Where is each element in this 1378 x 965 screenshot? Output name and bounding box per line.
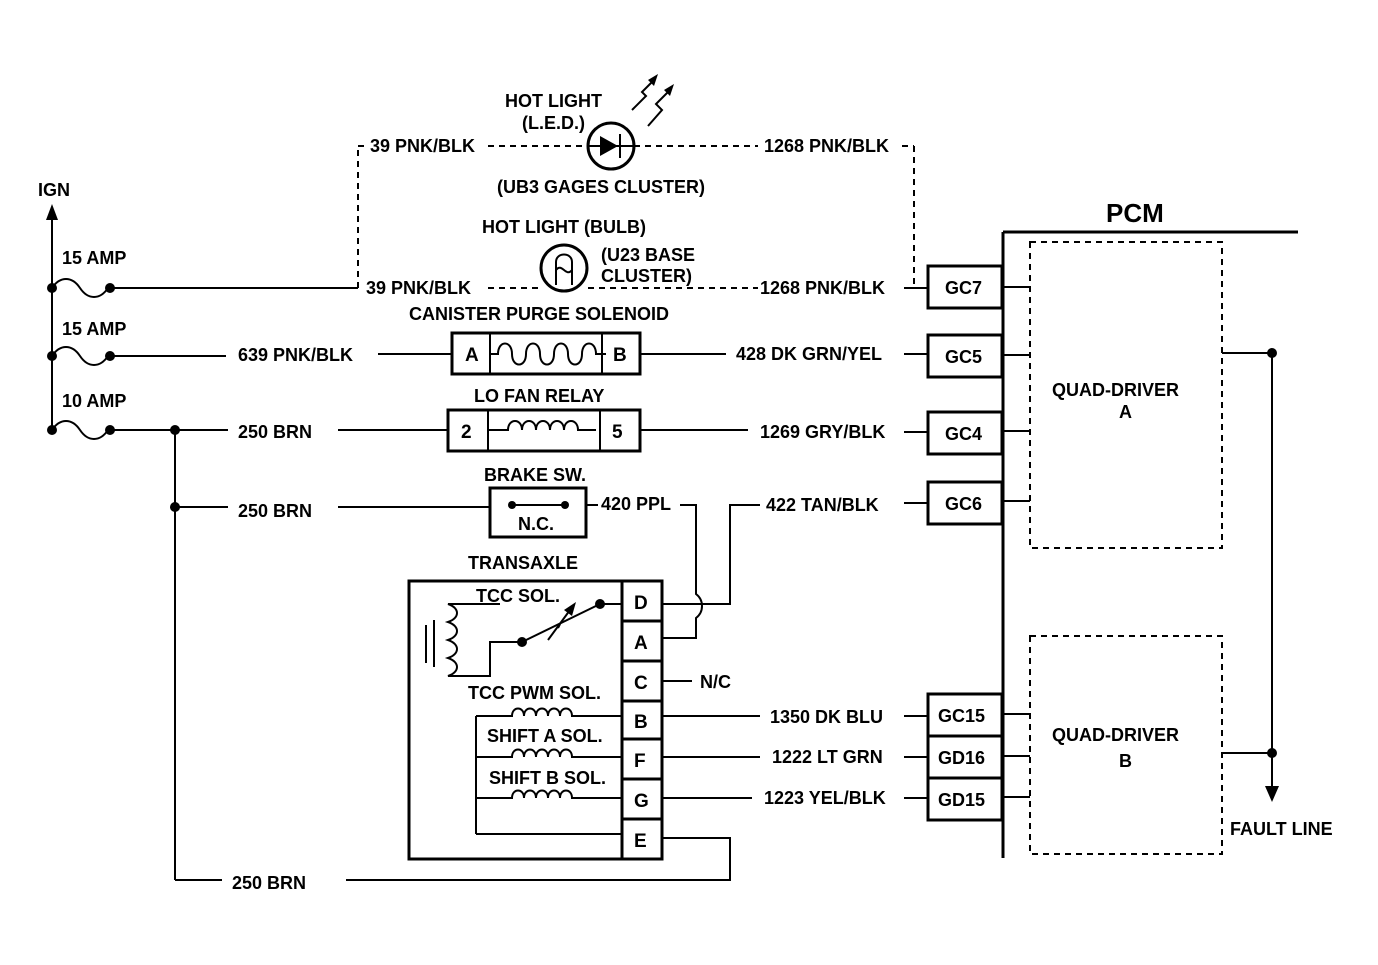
wire-label: 1268 PNK/BLK xyxy=(764,136,889,156)
brake-switch-circuit: 250 BRN BRAKE SW. N.C. 420 PPL 422 TAN/B… xyxy=(170,430,928,880)
wire-label: 39 PNK/BLK xyxy=(370,136,475,156)
pin-label: 2 xyxy=(461,422,472,443)
hot-light-bulb-title: HOT LIGHT (BULB) xyxy=(482,217,646,237)
fault-line-arrow-icon xyxy=(1265,786,1279,802)
quad-driver-b-letter: B xyxy=(1119,751,1132,771)
pin-label: A xyxy=(634,633,648,654)
transaxle-pin-a xyxy=(620,619,664,663)
quad-driver-a-label: QUAD-DRIVER xyxy=(1052,380,1179,400)
transaxle-label: TRANSAXLE xyxy=(468,553,578,573)
hot-light-led-sub: (L.E.D.) xyxy=(522,113,585,133)
pin-label: E xyxy=(634,831,647,852)
canister-purge-circuit: 639 PNK/BLK CANISTER PURGE SOLENOID A B … xyxy=(110,304,928,376)
quad-driver-b xyxy=(1029,635,1223,855)
wire-label: 250 BRN xyxy=(238,422,312,442)
quad-driver-a xyxy=(1029,241,1223,549)
wire-label: 1269 GRY/BLK xyxy=(760,422,885,442)
connector-label: GC5 xyxy=(945,347,982,367)
u23-label-1: (U23 BASE xyxy=(601,245,695,265)
nc-label: N/C xyxy=(700,672,731,692)
connector-gd15 xyxy=(926,776,1004,822)
fuse-10amp: 10 AMP xyxy=(47,391,126,440)
pin-label: B xyxy=(613,345,627,366)
tcc-sol-label: TCC SOL. xyxy=(476,586,560,606)
pin-label: F xyxy=(634,751,646,772)
pin-label: D xyxy=(634,593,648,614)
ignition-bus: IGN xyxy=(38,180,70,430)
brake-nc-label: N.C. xyxy=(518,514,554,534)
lo-fan-relay-circuit: 250 BRN LO FAN RELAY 2 5 1269 GRY/BLK xyxy=(110,386,928,453)
lo-fan-relay-label: LO FAN RELAY xyxy=(474,386,604,406)
wire-label: 422 TAN/BLK xyxy=(766,495,879,515)
pin-label: B xyxy=(634,712,648,733)
wire-label: 1268 PNK/BLK xyxy=(760,278,885,298)
wire-label: 39 PNK/BLK xyxy=(366,278,471,298)
connector-gc5 xyxy=(926,333,1004,379)
connector-gc4 xyxy=(926,410,1004,456)
wire-label: 250 BRN xyxy=(232,873,306,893)
canister-purge-label: CANISTER PURGE SOLENOID xyxy=(409,304,669,324)
transaxle-pin-d xyxy=(620,579,664,623)
wire-label: 420 PPL xyxy=(601,494,671,514)
wire-label: 1350 DK BLU xyxy=(770,707,883,727)
connector-label: GD15 xyxy=(938,790,985,810)
quad-driver-a-letter: A xyxy=(1119,402,1132,422)
ub3-cluster-label: (UB3 GAGES CLUSTER) xyxy=(497,177,705,197)
fuse-15amp-2: 15 AMP xyxy=(47,319,126,366)
wire-label: 1223 YEL/BLK xyxy=(764,788,886,808)
pin-label: C xyxy=(634,673,648,694)
hot-light-wire-39: 39 PNK/BLK 39 PNK/BLK xyxy=(110,136,588,298)
quad-driver-b-label: QUAD-DRIVER xyxy=(1052,725,1179,745)
canister-purge-solenoid xyxy=(450,331,642,376)
fuse-label: 15 AMP xyxy=(62,319,126,339)
hot-light-bulb: HOT LIGHT (BULB) (U23 BASE CLUSTER) xyxy=(482,217,695,293)
brake-switch xyxy=(488,486,588,539)
fuse-15amp-1: 15 AMP xyxy=(47,248,126,298)
fault-line-label: FAULT LINE xyxy=(1230,819,1333,839)
shift-a-sol-label: SHIFT A SOL. xyxy=(487,726,603,746)
connector-label: GD16 xyxy=(938,748,985,768)
pcm: PCM GC7 GC5 GC4 GC6 GC15 GD16 GD15 QUAD-… xyxy=(926,198,1333,858)
pin-label: 5 xyxy=(612,422,623,443)
tcc-pwm-sol-label: TCC PWM SOL. xyxy=(468,683,601,703)
pin-label: G xyxy=(634,791,649,812)
connector-gd16 xyxy=(926,734,1004,780)
transaxle-pin-f xyxy=(620,737,664,781)
connector-gc7 xyxy=(926,264,1004,310)
pcm-title: PCM xyxy=(1106,198,1164,228)
transaxle-housing xyxy=(407,579,624,861)
hot-light-led: HOT LIGHT (L.E.D.) (UB3 GAGES CLUSTER) xyxy=(497,74,705,197)
u23-label-2: CLUSTER) xyxy=(601,266,692,286)
connector-gc6 xyxy=(926,480,1004,526)
ign-label: IGN xyxy=(38,180,70,200)
hot-light-wire-1268: 1268 PNK/BLK 1268 PNK/BLK xyxy=(588,136,928,298)
fuse-label: 10 AMP xyxy=(62,391,126,411)
wire-label: 1222 LT GRN xyxy=(772,747,883,767)
transaxle-pin-c xyxy=(620,659,664,703)
transaxle: TRANSAXLE D A C B F G E TCC SOL. N/C TCC xyxy=(407,553,731,861)
connector-label: GC4 xyxy=(945,424,982,444)
wire-label: 250 BRN xyxy=(238,501,312,521)
connector-label: GC15 xyxy=(938,706,985,726)
transaxle-output-wires: 1350 DK BLU 1222 LT GRN 1223 YEL/BLK 250… xyxy=(175,707,928,893)
shift-b-sol-label: SHIFT B SOL. xyxy=(489,768,606,788)
connector-label: GC7 xyxy=(945,278,982,298)
brake-switch-label: BRAKE SW. xyxy=(484,465,586,485)
transaxle-pin-e xyxy=(620,817,664,861)
pin-label: A xyxy=(465,345,479,366)
wire-label: 428 DK GRN/YEL xyxy=(736,344,882,364)
fuse-label: 15 AMP xyxy=(62,248,126,268)
hot-light-led-title: HOT LIGHT xyxy=(505,91,602,111)
connector-label: GC6 xyxy=(945,494,982,514)
wire-label: 639 PNK/BLK xyxy=(238,345,353,365)
